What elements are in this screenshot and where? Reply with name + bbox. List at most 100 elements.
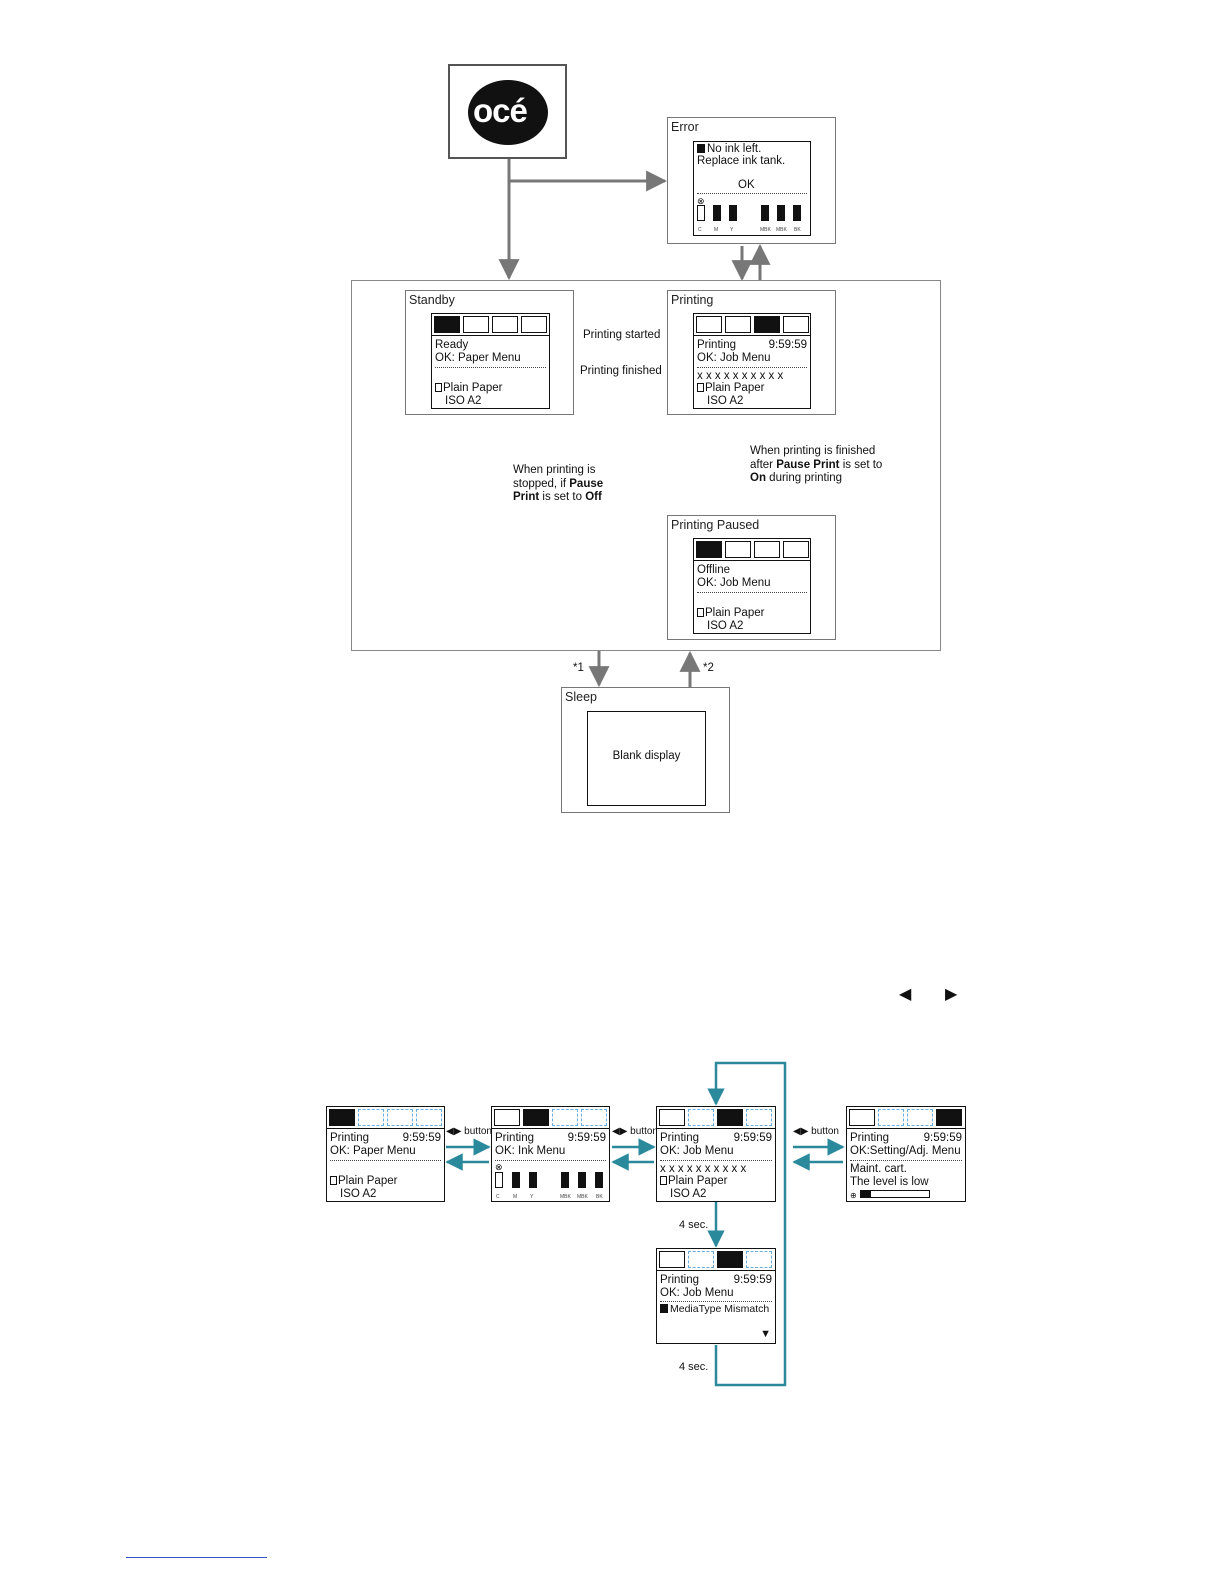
oce-logo-box: océ — [448, 64, 567, 159]
paused-paper: Plain Paper — [705, 607, 765, 619]
settings-tab — [746, 1109, 772, 1126]
ink-label-c: C — [496, 1194, 500, 1200]
ink-label-bk: BK — [794, 227, 801, 233]
paper-screen-time: 9:59:59 — [402, 1132, 441, 1144]
maintenance-level-fill — [861, 1191, 872, 1197]
settings-tab — [936, 1109, 962, 1126]
job-tab — [387, 1109, 413, 1126]
paper-tab — [696, 541, 722, 558]
job-tab — [754, 541, 780, 558]
paper-tab — [696, 316, 722, 333]
printing-size: ISO A2 — [707, 395, 744, 407]
ink-level-bk — [793, 205, 801, 221]
paper-tab — [659, 1109, 685, 1126]
paper-tab — [849, 1109, 875, 1126]
oce-logo-text: océ — [473, 92, 528, 129]
error-ok: OK — [738, 179, 755, 191]
left-arrow-icon: ◀ — [899, 986, 912, 1003]
note-1: *1 — [573, 662, 584, 674]
paused-title: Printing Paused — [671, 518, 760, 532]
ink-tab — [878, 1109, 904, 1126]
setting-screen-line1: Printing — [850, 1132, 889, 1144]
ink-label-y: Y — [730, 227, 734, 233]
label-printing-finished: Printing finished — [580, 365, 662, 377]
paper-screen-line1: Printing — [330, 1132, 369, 1144]
blank-display-text: Blank display — [612, 750, 681, 762]
sleep-state-box: Sleep Blank display — [561, 687, 730, 813]
ink-label-mbk1: MBK — [560, 1194, 571, 1200]
paper-tab — [494, 1109, 520, 1126]
ink-label-y: Y — [530, 1194, 534, 1200]
footer-link-underline[interactable] — [126, 1557, 267, 1558]
paper-icon — [330, 1176, 337, 1185]
warning-screen-line1: Printing — [660, 1274, 699, 1286]
printing-state-box: Printing Printing 9:59:59 OK: Job Menu x… — [667, 290, 836, 415]
paper-screen-paper: Plain Paper — [338, 1175, 398, 1187]
ink-label-mbk2: MBK — [776, 227, 787, 233]
ink-level-c — [495, 1172, 503, 1188]
settings-tab — [783, 316, 809, 333]
sleep-title: Sleep — [565, 690, 597, 704]
printing-time: 9:59:59 — [768, 339, 807, 351]
settings-tab — [581, 1109, 607, 1126]
sleep-lcd: Blank display — [587, 711, 706, 806]
printing-progress: x x x x x x x x x x — [697, 370, 784, 382]
warning-screen-line2: OK: Job Menu — [660, 1287, 734, 1299]
warning-screen: Printing 9:59:59 OK: Job Menu MediaType … — [656, 1248, 776, 1344]
paper-icon — [697, 383, 704, 392]
warning-text: MediaType Mismatch — [670, 1303, 770, 1315]
job-screen-paper: Plain Paper — [668, 1175, 728, 1187]
paper-menu-screen: Printing 9:59:59 OK: Paper Menu Plain Pa… — [326, 1106, 445, 1202]
paused-line1: Offline — [697, 564, 731, 576]
paper-tab — [659, 1251, 685, 1268]
standby-title: Standby — [409, 293, 455, 307]
scroll-down-icon: ▼ — [760, 1327, 771, 1340]
setting-screen-time: 9:59:59 — [923, 1132, 962, 1144]
warning-icon — [660, 1304, 668, 1313]
warning-loop-arrow — [707, 1061, 787, 1387]
ink-level-mbk1 — [561, 1172, 569, 1188]
printing-paper: Plain Paper — [705, 382, 765, 394]
job-tab — [754, 316, 780, 333]
ink-level-m — [713, 205, 721, 221]
ink-tab — [725, 316, 751, 333]
ink-empty-icon: ⊗ — [495, 1162, 503, 1172]
ink-level-bk — [595, 1172, 603, 1188]
ink-empty-icon: ⊗ — [697, 196, 705, 206]
settings-tab — [521, 316, 547, 333]
ink-screen-time: 9:59:59 — [567, 1132, 606, 1144]
maintenance-level-bar — [860, 1190, 930, 1198]
error-line2: Replace ink tank. — [697, 155, 786, 167]
paper-tab — [434, 316, 460, 333]
paper-tab — [329, 1109, 355, 1126]
setting-screen-line4: The level is low — [850, 1176, 929, 1188]
ink-label-m: M — [714, 227, 719, 233]
job-tab — [907, 1109, 933, 1126]
ink-tab — [688, 1109, 714, 1126]
settings-tab — [783, 541, 809, 558]
printing-line1: Printing — [697, 339, 736, 351]
ink-tab — [523, 1109, 549, 1126]
ink-label-c: C — [698, 227, 702, 233]
paper-icon — [435, 383, 442, 392]
printing-title: Printing — [671, 293, 714, 307]
job-screen-line1: Printing — [660, 1132, 699, 1144]
ink-level-mbk2 — [777, 205, 785, 221]
ink-label-bk: BK — [596, 1194, 603, 1200]
label-pause-off: When printing is stopped, if Pause Print… — [513, 464, 604, 503]
job-tab — [717, 1251, 743, 1268]
delay-label-1: 4 sec. — [679, 1219, 709, 1231]
ink-level-y — [529, 1172, 537, 1188]
ink-level-y — [729, 205, 737, 221]
settings-tab — [416, 1109, 442, 1126]
job-screen-size: ISO A2 — [670, 1188, 707, 1200]
paused-size: ISO A2 — [707, 620, 744, 632]
standby-lcd: Ready OK: Paper Menu Plain Paper ISO A2 — [431, 313, 550, 409]
paper-screen-line2: OK: Paper Menu — [330, 1145, 416, 1157]
error-state-box: Error No ink left. Replace ink tank. OK … — [667, 117, 836, 244]
paused-line2: OK: Job Menu — [697, 577, 771, 589]
ink-screen-line2: OK: Ink Menu — [495, 1145, 566, 1157]
job-screen-time: 9:59:59 — [733, 1132, 772, 1144]
setting-screen-line2: OK:Setting/Adj. Menu — [850, 1145, 961, 1157]
setting-menu-screen: Printing 9:59:59 OK:Setting/Adj. Menu Ma… — [846, 1106, 966, 1202]
